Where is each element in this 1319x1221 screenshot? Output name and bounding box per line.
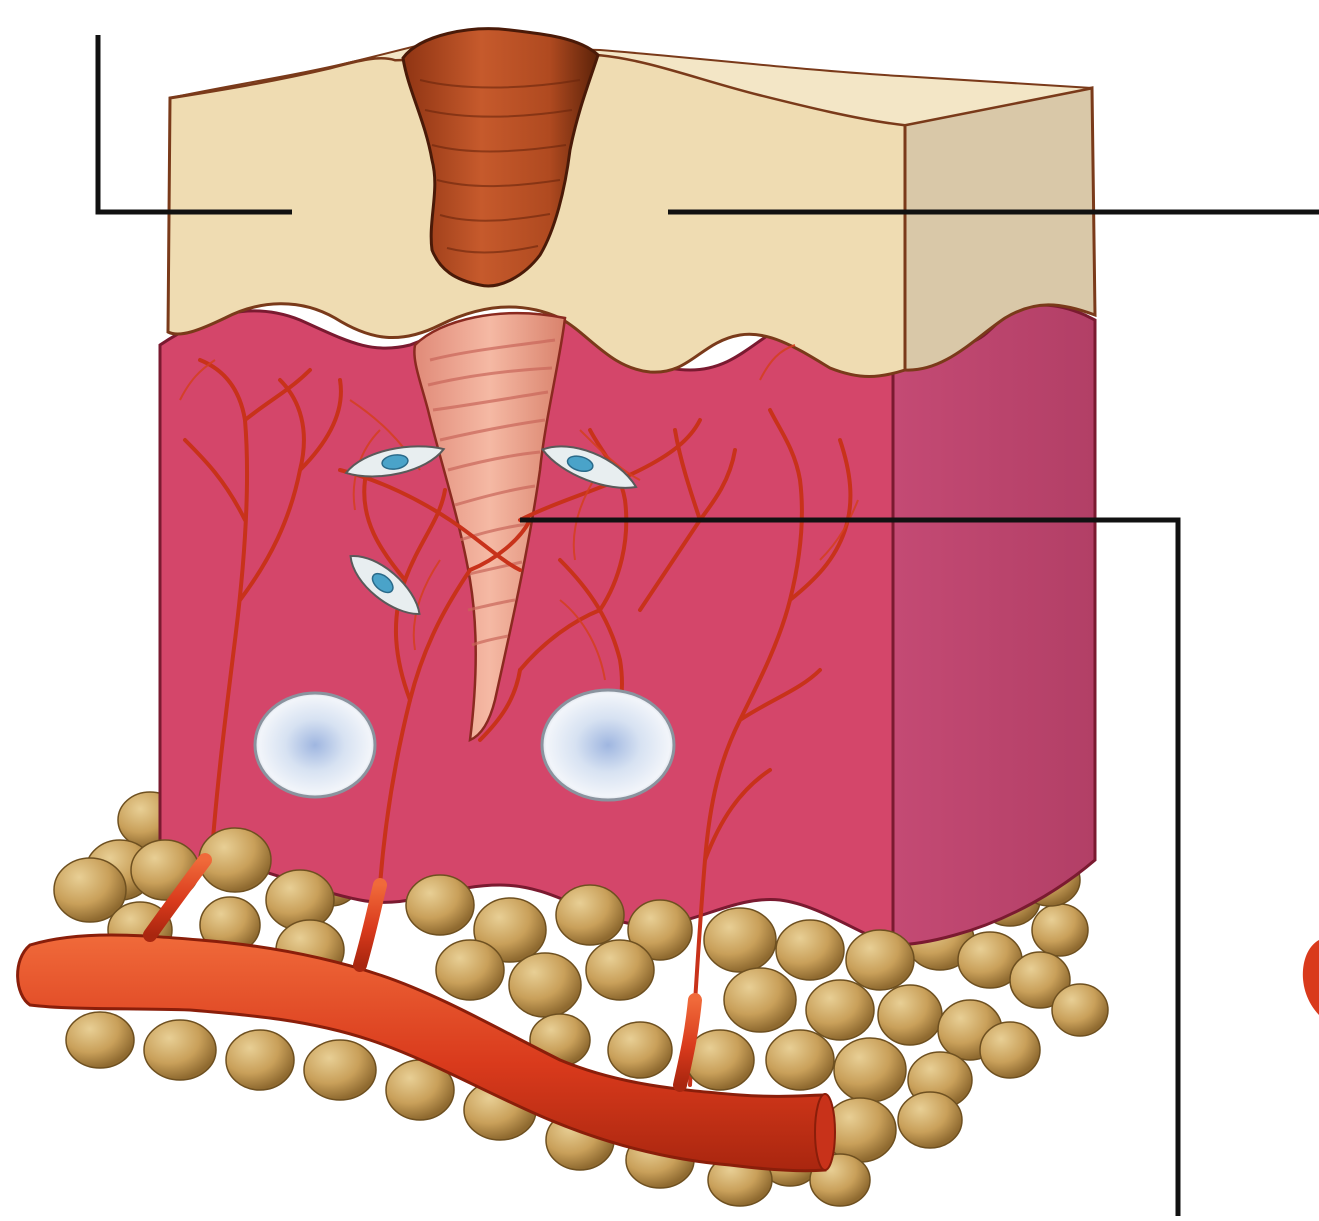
fat-cell [436, 940, 504, 1000]
fat-cell [608, 1022, 672, 1078]
fat-cell [724, 968, 796, 1032]
dermis-side [893, 305, 1095, 945]
fat-cell [1032, 904, 1088, 956]
partial-vessel-edge [1303, 940, 1319, 1015]
white-blood-cell [542, 690, 674, 800]
vessel-end [815, 1094, 835, 1170]
fat-cell [1052, 984, 1108, 1036]
fat-cell [766, 1030, 834, 1090]
fat-cell [878, 985, 942, 1045]
fat-cell [226, 1030, 294, 1090]
fat-cell [776, 920, 844, 980]
fat-cell [556, 885, 624, 945]
fat-cell [704, 908, 776, 972]
fat-cell [980, 1022, 1040, 1078]
fat-cell [66, 1012, 134, 1068]
fat-cell [846, 930, 914, 990]
fat-cell [509, 953, 581, 1017]
fat-cell [304, 1040, 376, 1100]
fat-cell [806, 980, 874, 1040]
fat-cell [898, 1092, 962, 1148]
fat-cell [406, 875, 474, 935]
white-blood-cell [255, 693, 375, 797]
fat-cell [834, 1038, 906, 1102]
fat-cell [586, 940, 654, 1000]
fat-cell [144, 1020, 216, 1080]
